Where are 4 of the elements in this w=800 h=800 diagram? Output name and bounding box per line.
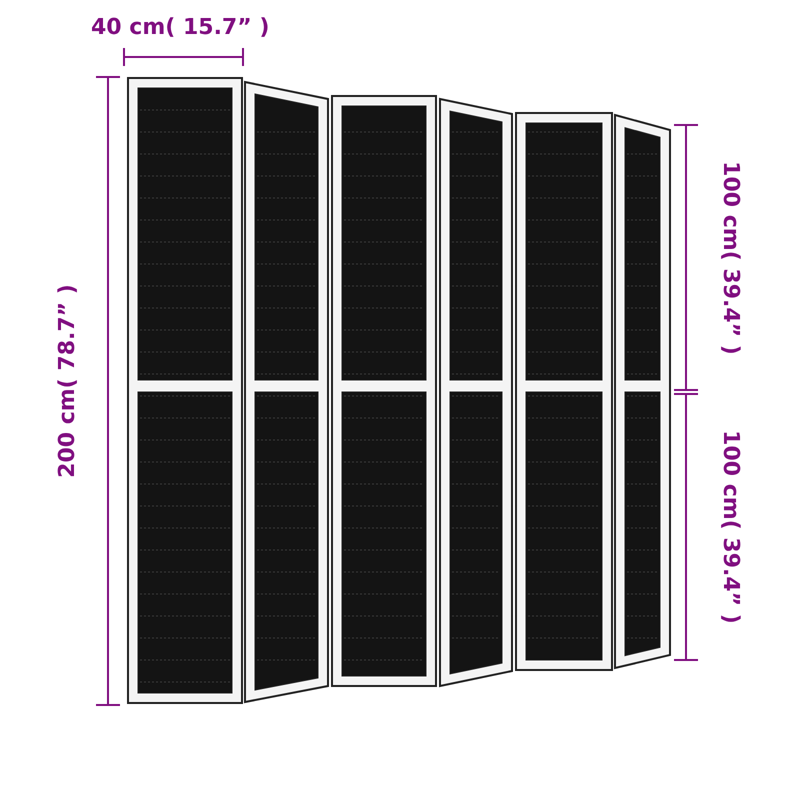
dimension-label: 100 cm( 39.4” ): [718, 430, 741, 624]
dimension-label: 100 cm( 39.4” ): [718, 161, 741, 355]
dimension-label: 200 cm( 78.7” ): [56, 284, 79, 478]
dimension-label: 40 cm( 15.7” ): [91, 17, 270, 39]
